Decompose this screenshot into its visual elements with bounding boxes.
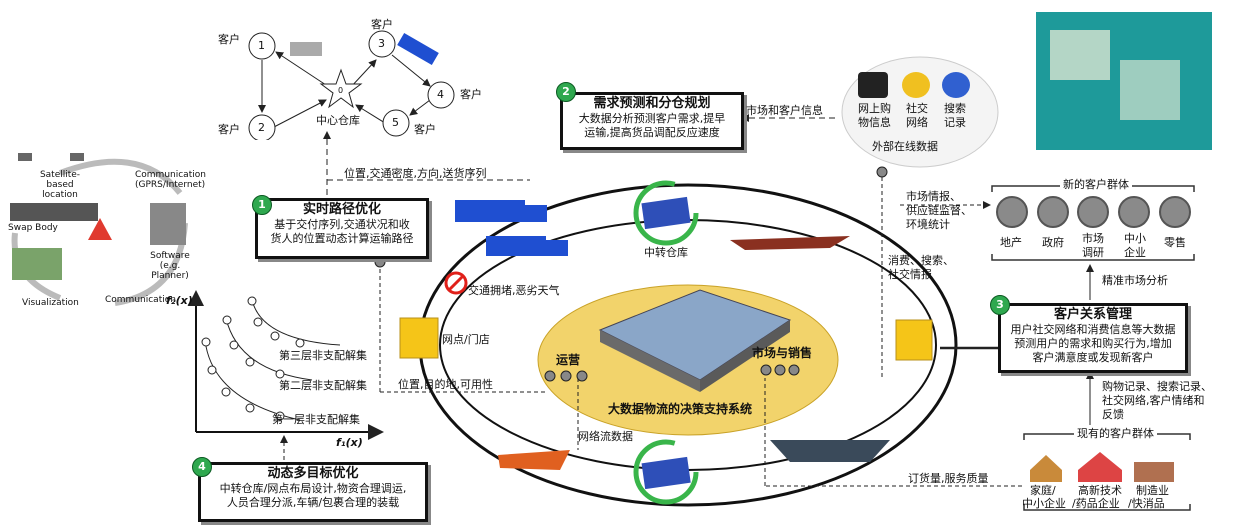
newcust-sme-b: 企业 [1124,246,1146,259]
node-2: 2 [258,121,265,134]
box1-title: 实时路径优化 [302,202,381,217]
newcust-government: 政府 [1042,236,1064,249]
node-3: 3 [378,37,385,50]
mkt-intel-3: 环境统计 [906,218,950,231]
route-graph [248,30,455,140]
consume-2: 社交情报 [888,268,932,281]
node-0: 0 [338,86,344,95]
pareto-front-1: 第一层非支配解集 [272,413,360,426]
exist-mfg-a: 制造业 [1136,484,1169,497]
qq-icon [902,72,930,98]
customer-label-5: 客户 [414,123,436,136]
existing-customers-title: 现有的客户群体 [1074,427,1157,441]
box3-line-3: 客户满意度或发现新客户 [1032,351,1154,364]
exist-hightech-b: /药品企业 [1072,497,1120,510]
swap-label: Swap Body [8,223,58,233]
badge-1: 1 [252,195,272,215]
customer-label-2: 客户 [218,123,240,136]
exist-mfg-b: /快消品 [1128,497,1165,510]
online-item-2a: 社交 [906,102,928,115]
depot-label: 中心仓库 [316,114,360,127]
traffic-label: 交通拥堵,恶劣天气 [468,284,560,297]
box1-line-1: 基于交付序列,交通状况和收 [274,218,410,231]
box2-title: 需求预测和分仓规划 [593,96,711,111]
customer-label-4: 客户 [460,88,482,101]
online-data-cloud: 网上购 物信息 社交 网络 搜索 记录 外部在线数据 [850,70,1000,160]
online-item-1b: 物信息 [858,116,891,129]
box4-line-2: 人员合理分派,车辆/包裹合理的装载 [226,496,400,509]
truck-graphic [290,32,568,256]
box-demand-forecast: 需求预测和分仓规划 大数据分析预测客户需求,提早 运输,提高货品调配反应速度 [560,92,744,150]
mkt-intel-2: 供应链监督、 [906,204,972,217]
node-1: 1 [258,39,265,52]
box-multi-objective: 动态多目标优化 中转仓库/网点布局设计,物资合理调运, 人员合理分派,车辆/包裹… [198,462,428,522]
orders-label: 订货量,服务质量 [908,472,989,485]
comm2-label: Communication [105,295,176,305]
purchase-1: 购物记录、搜索记录、 [1102,380,1212,393]
box-route-optimization: 实时路径优化 基于交付序列,交通状况和收 货人的位置动态计算运输路径 [255,198,429,259]
outlet-label: 网点/门店 [442,333,490,346]
ops-label: 运营 [556,353,581,367]
market-info-label: 市场和客户信息 [746,104,823,117]
left-cycle-graphic: Satellite-based location Communication (… [0,148,206,313]
purchase-2: 社交网络,客户情绪和 [1102,394,1205,407]
sat-label: Satellite-based location [39,170,81,200]
box2-line-1: 大数据分析预测客户需求,提早 [578,112,726,125]
netflow-label: 网络流数据 [578,430,633,443]
precision-label: 精准市场分析 [1102,274,1168,287]
online-item-3a: 搜索 [944,102,966,115]
customer-label-1: 客户 [218,33,240,46]
new-customers-title: 新的客户群体 [1060,178,1132,192]
market-sales-label: 市场与销售 [752,346,813,360]
node-5: 5 [392,116,399,129]
newcust-sme-a: 中小 [1124,232,1146,245]
pareto-front-3: 第三层非支配解集 [279,349,367,362]
viz-label: Visualization [22,298,79,308]
box1-line-2: 货人的位置动态计算运输路径 [270,232,414,245]
badge-2: 2 [556,82,576,102]
box4-line-1: 中转仓库/网点布局设计,物资合理调运, [219,482,407,495]
badge-4: 4 [192,457,212,477]
software-label: Software (e.g. Planner) [150,251,190,281]
baidu-icon [942,72,970,98]
box3-line-1: 用户社交网络和消费信息等大数据 [1010,323,1176,336]
newcust-retail: 零售 [1164,236,1186,249]
box-crm: 客户关系管理 用户社交网络和消费信息等大数据 预测用户的需求和购买行为,增加 客… [998,303,1188,373]
online-item-3b: 记录 [944,116,966,129]
box4-title: 动态多目标优化 [267,466,359,481]
route-info-label: 位置,交通密度,方向,送货序列 [344,167,487,180]
pos-info-label: 位置,目的地,可用性 [398,378,493,391]
consume-1: 消费、搜索、 [888,254,954,267]
online-title: 外部在线数据 [872,140,938,153]
exist-hightech-a: 高新技术 [1078,484,1122,497]
online-item-1a: 网上购 [858,102,891,115]
online-item-2b: 网络 [906,116,928,129]
transfer-depot-label: 中转仓库 [644,246,688,259]
core-system-label: 大数据物流的决策支持系统 [608,402,753,416]
node-4: 4 [437,88,444,101]
newcust-research-b: 调研 [1082,246,1104,259]
newcust-realestate: 地产 [1000,236,1022,249]
purchase-3: 反馈 [1102,408,1124,421]
box2-line-2: 运输,提高货品调配反应速度 [584,126,720,139]
pareto-front-2: 第二层非支配解集 [279,379,367,392]
cycle-arrows [10,153,188,306]
box3-title: 客户关系管理 [1053,307,1132,322]
box3-line-2: 预测用户的需求和购买行为,增加 [1014,337,1172,350]
newcust-research-a: 市场 [1082,232,1104,245]
mkt-intel-1: 市场情报、 [906,190,961,203]
badge-3: 3 [990,295,1010,315]
pareto-xlabel: f₁(x) [336,436,363,449]
pareto-ylabel: f₂(x) [166,294,193,307]
exist-household-b: 中小企业 [1022,497,1066,510]
cart-icon [858,72,888,98]
customer-label-3: 客户 [371,18,393,31]
exist-household-a: 家庭/ [1030,484,1056,497]
comm-label: Communication (GPRS/Internet) [135,170,206,190]
